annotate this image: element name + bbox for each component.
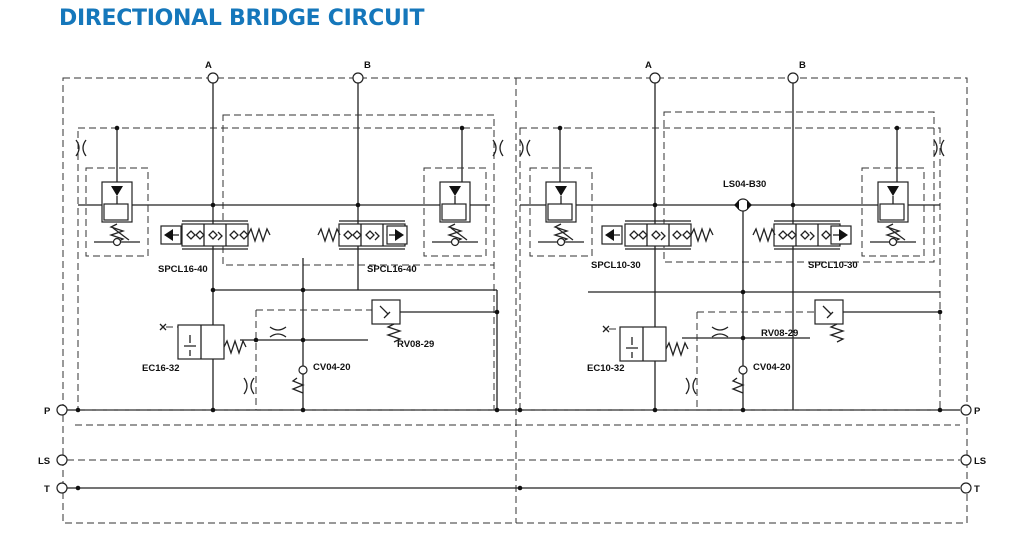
label-left-spool-2: SPCL16-40 (367, 264, 417, 275)
side-ports: P LS T P LS T (38, 404, 986, 495)
port-label-t-right: T (974, 484, 980, 495)
label-right-relief: RV08-29 (761, 328, 798, 339)
port-label-a-left: A (205, 60, 212, 71)
port-label-b-left: B (364, 60, 371, 71)
label-right-spool-2: SPCL10-30 (808, 260, 858, 271)
port-label-p-right: P (974, 406, 981, 417)
label-left-relief: RV08-29 (397, 339, 434, 350)
label-left-spool-1: SPCL16-40 (158, 264, 208, 275)
label-shuttle: LS04-B30 (723, 179, 766, 190)
label-left-compensator: EC16-32 (142, 363, 180, 374)
label-left-check: CV04-20 (313, 362, 351, 373)
page-title: DIRECTIONAL BRIDGE CIRCUIT (59, 6, 425, 31)
label-right-compensator: EC10-32 (587, 363, 625, 374)
label-right-spool-1: SPCL10-30 (591, 260, 641, 271)
port-label-a-right: A (645, 60, 652, 71)
port-label-t-left: T (44, 484, 50, 495)
label-right-check: CV04-20 (753, 362, 791, 373)
port-label-ls-left: LS (38, 456, 50, 467)
port-label-ls-right: LS (974, 456, 986, 467)
top-ports: A B A B (205, 60, 806, 84)
port-label-p-left: P (44, 406, 51, 417)
port-label-b-right: B (799, 60, 806, 71)
